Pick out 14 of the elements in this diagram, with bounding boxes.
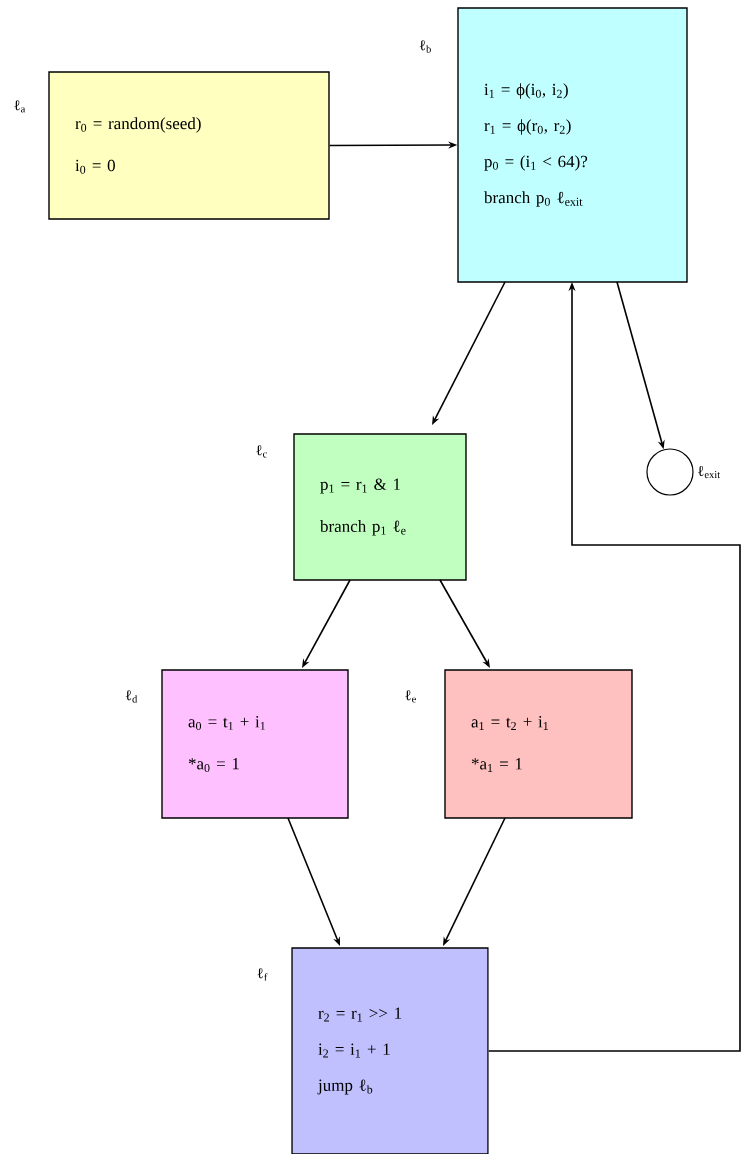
code-block: a$_{0}$ = t$_{1}$ + i$_{1}$ *a$_{0}$ = 1 [161, 669, 349, 819]
code-block: i$_{1}$ = ϕ(i$_{0}$, i$_{2}$) r$_{1}$ = ϕ(r$_{0}$, r$_{2}$) p$_{0}$ = (i$_{1}$ < 64)? branch p$_{0}$ ℓ$_{exit}$ [457, 7, 688, 283]
block-label: ℓ$_{f}$ [257, 968, 268, 981]
code-block: a$_{1}$ = t$_{2}$ + i$_{1}$ *a$_{1}$ = 1 [444, 669, 633, 819]
end-marker [646, 448, 694, 496]
block-label: ℓ$_{d}$ [125, 690, 138, 703]
block-label: ℓ$_{exit}$ [698, 465, 721, 479]
code-block: r$_{0}$ = random(seed) i$_{0}$ = 0 [48, 71, 330, 220]
code-block: p$_{1}$ = r$_{1}$ & 1 branch p$_{1}$ ℓ$_{e}$ [293, 433, 467, 581]
block-label: ℓ$_{a}$ [14, 100, 26, 113]
block-label: ℓ$_{b}$ [419, 40, 431, 53]
block-label: ℓ$_{c}$ [256, 445, 267, 458]
code-block: r$_{2}$ = r$_{1}$ >> 1 i$_{2}$ = i$_{1}$ + 1 jump ℓ$_{b}$ [291, 947, 489, 1154]
block-label: ℓ$_{e}$ [405, 690, 416, 703]
